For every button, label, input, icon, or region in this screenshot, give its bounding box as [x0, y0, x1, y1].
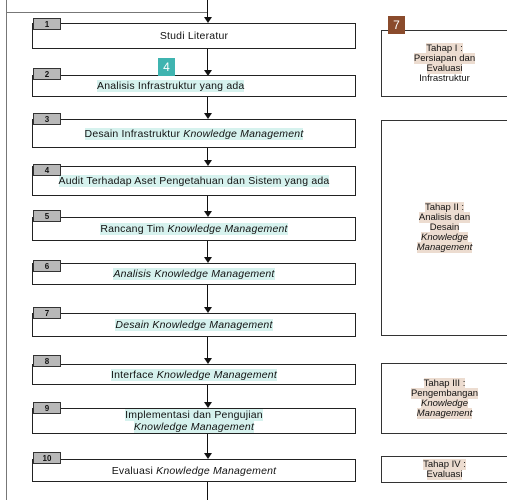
- stage-4-text: Evaluasi: [426, 468, 463, 480]
- flow-connector: [207, 285, 208, 309]
- stage-3-title: Tahap III :: [423, 377, 466, 389]
- stage-4-title: Tahap IV :: [423, 458, 466, 470]
- flow-arrow: [204, 17, 212, 23]
- flow-arrow: [204, 358, 212, 364]
- step-2-box: Analisis Infrastruktur yang ada: [32, 75, 356, 97]
- flow-connector: [207, 337, 208, 360]
- stage-1-title: Tahap I :: [426, 42, 463, 54]
- flow-connector: [207, 196, 208, 213]
- frame-top-line: [6, 12, 208, 13]
- flow-arrow: [204, 160, 212, 166]
- stage-2-title: Tahap II :: [424, 202, 465, 213]
- flow-arrow: [204, 70, 212, 76]
- step-5-box: Rancang Tim Knowledge Management: [32, 217, 356, 241]
- annotation-badge-7: 7: [388, 16, 405, 34]
- flow-connector: [207, 49, 208, 72]
- step-4-text: Audit Terhadap Aset Pengetahuan dan Sist…: [58, 175, 330, 187]
- step-9-number: 9: [33, 402, 61, 414]
- flow-connector: [207, 385, 208, 404]
- flow-connector: [207, 97, 208, 115]
- step-3-box: Desain Infrastruktur Knowledge Managemen…: [32, 119, 356, 148]
- step-10-number: 10: [33, 452, 61, 464]
- flow-connector: [207, 482, 208, 500]
- flow-connector: [207, 434, 208, 455]
- step-10-box: Evaluasi Knowledge Management: [32, 459, 356, 482]
- step-4-number: 4: [33, 164, 61, 176]
- step-7-number: 7: [33, 307, 61, 319]
- stage-4-box: Tahap IV : Evaluasi: [381, 456, 507, 483]
- step-8-number: 8: [33, 355, 61, 367]
- frame-left-line: [6, 0, 7, 500]
- flow-arrow: [204, 257, 212, 263]
- step-8-box: Interface Knowledge Management: [32, 364, 356, 385]
- flow-arrow: [204, 113, 212, 119]
- annotation-badge-4: 4: [158, 58, 175, 76]
- flow-arrow: [204, 307, 212, 313]
- step-6-number: 6: [33, 260, 61, 272]
- step-1-box: Studi Literatur: [32, 23, 356, 49]
- flow-connector: [207, 0, 208, 17]
- step-6-box: Analisis Knowledge Management: [32, 263, 356, 285]
- step-3-number: 3: [33, 113, 61, 125]
- flow-arrow: [204, 402, 212, 408]
- step-4-box: Audit Terhadap Aset Pengetahuan dan Sist…: [32, 166, 356, 196]
- step-2-number: 2: [33, 68, 61, 80]
- step-7-box: Desain Knowledge Management: [32, 313, 356, 337]
- flow-connector: [207, 241, 208, 259]
- flow-arrow: [204, 453, 212, 459]
- step-5-number: 5: [33, 210, 61, 222]
- step-1-number: 1: [33, 18, 61, 30]
- flow-arrow: [204, 211, 212, 217]
- step-1-text: Studi Literatur: [159, 30, 229, 42]
- flow-connector: [207, 148, 208, 162]
- step-2-text: Analisis Infrastruktur yang ada: [97, 80, 245, 92]
